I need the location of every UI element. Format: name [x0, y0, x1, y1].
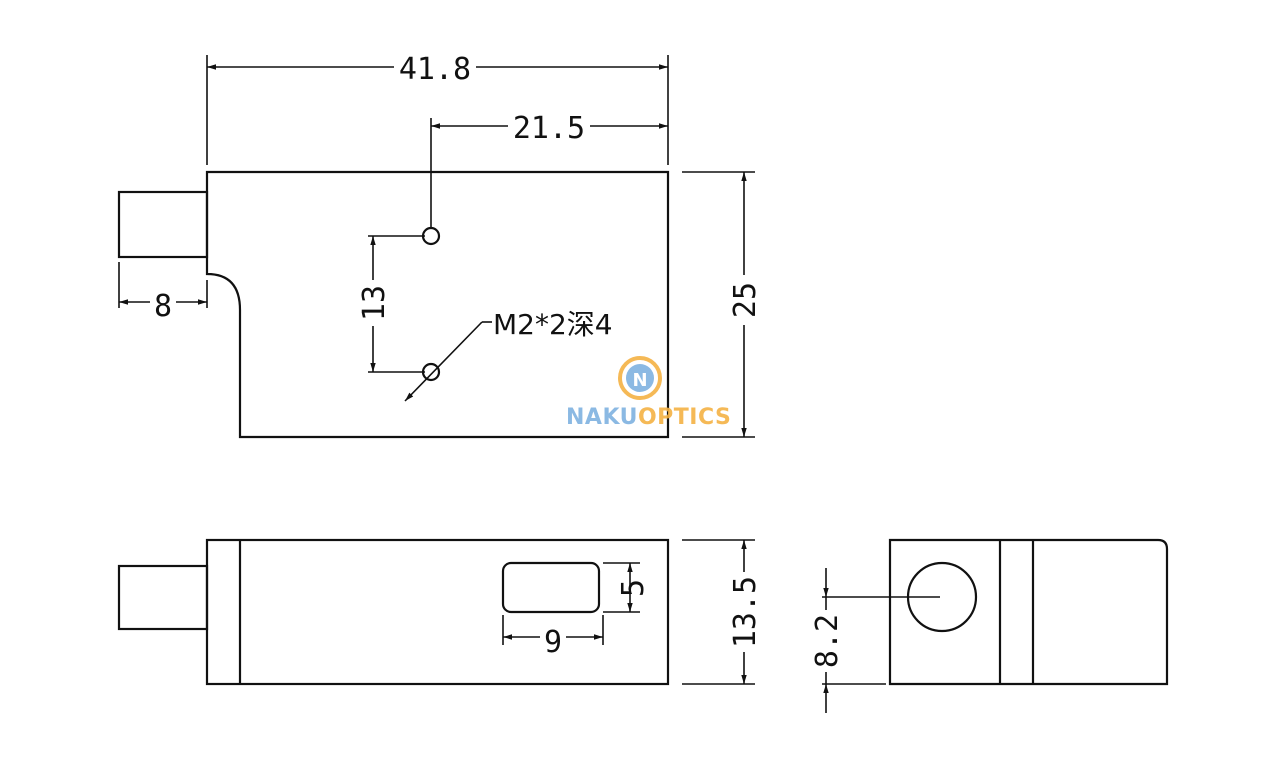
dim-thickness: 13.5 [728, 576, 763, 648]
brand-name: NAKUOPTICS [566, 405, 731, 430]
mounting-hole-top [421, 226, 441, 246]
top-view-body-outline [205, 170, 670, 439]
dim-slot-height: 5 [616, 579, 651, 597]
dim-hole-spacing: 13 [357, 285, 392, 321]
thread-callout: M2*2深4 [493, 308, 613, 341]
dim-hole-offset: 21.5 [513, 111, 585, 146]
dim-slot-width: 9 [544, 625, 562, 660]
side-view-body [888, 538, 1169, 686]
side-view: 8.2 [810, 538, 1169, 713]
top-view-cable-stub [117, 190, 209, 259]
top-view: 41.8 21.5 25 13 8 M2*2深4 [117, 50, 763, 439]
brand-logo-letter: N [632, 370, 647, 391]
dim-hole-position: 8.2 [810, 614, 845, 668]
front-view-cable-stub [117, 564, 209, 631]
mounting-hole-bottom [421, 362, 441, 382]
front-view-body [205, 538, 670, 686]
front-view-slot [501, 561, 601, 614]
brand-name-part2: OPTICS [638, 405, 731, 430]
dim-cable-length: 8 [154, 289, 172, 324]
front-view: 5 9 13.5 [117, 538, 763, 686]
brand-watermark: N NAKUOPTICS [566, 356, 731, 430]
thread-leader [404, 321, 483, 402]
dim-height: 25 [728, 282, 763, 318]
dim-overall-length: 41.8 [399, 52, 471, 87]
brand-name-part1: NAKU [566, 405, 638, 430]
brand-logo-core-icon [626, 364, 654, 392]
brand-logo-ring-icon [618, 356, 662, 400]
